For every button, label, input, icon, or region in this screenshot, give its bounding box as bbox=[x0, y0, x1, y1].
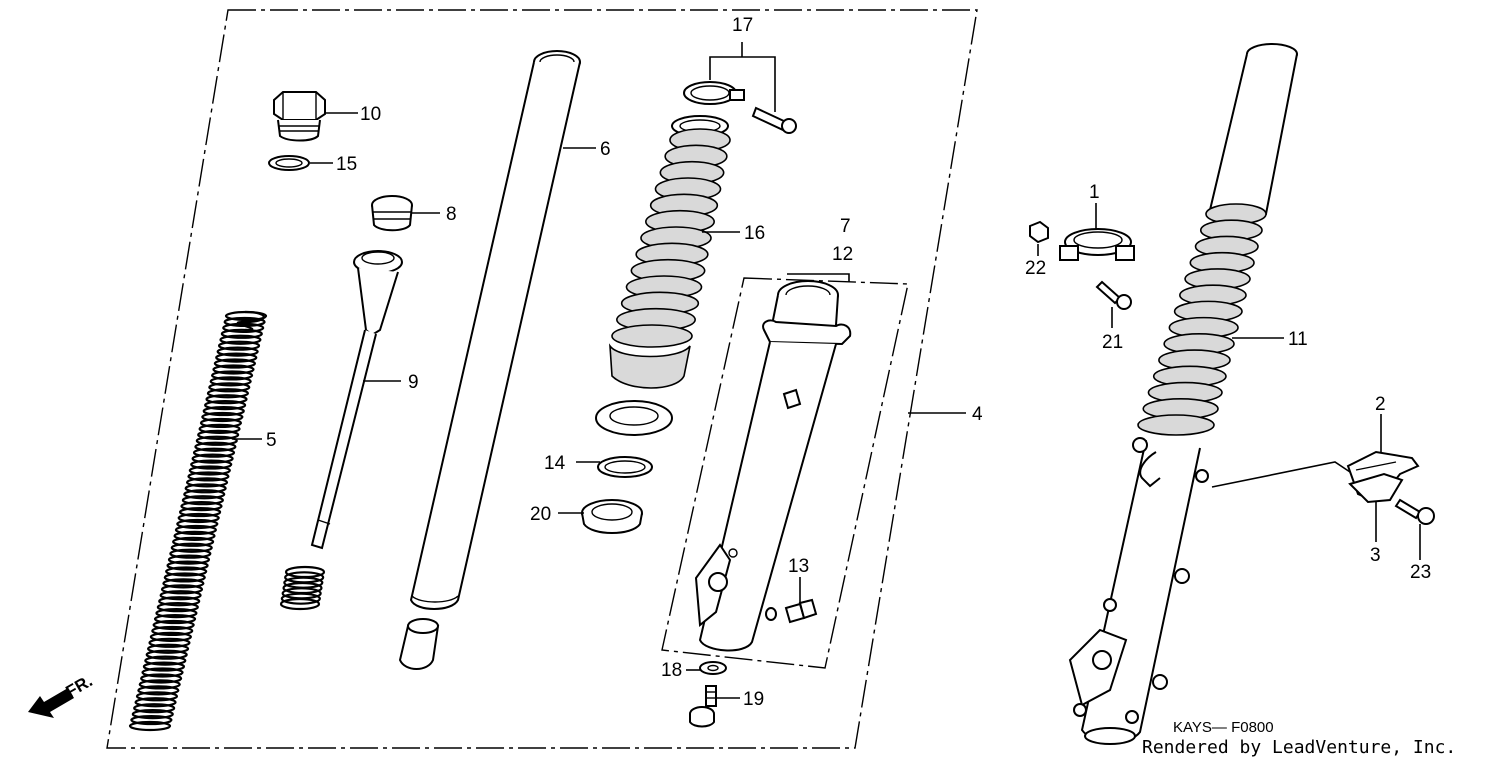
washer-part-18[interactable] bbox=[699, 661, 727, 675]
callout-17[interactable]: 17 bbox=[732, 15, 753, 36]
callout-19[interactable]: 19 bbox=[743, 689, 764, 710]
callout-2[interactable]: 2 bbox=[1375, 394, 1386, 415]
callout-18[interactable]: 18 bbox=[661, 660, 682, 681]
callout-9[interactable]: 9 bbox=[408, 372, 419, 393]
drain-bolt-part-13[interactable] bbox=[765, 598, 818, 624]
fork-pipe-part-6[interactable] bbox=[409, 50, 581, 610]
diagram-code: KAYS— F0800 bbox=[1173, 719, 1274, 736]
bolt-part-21[interactable] bbox=[1095, 280, 1132, 310]
credit-text: Rendered by LeadVenture, Inc. bbox=[1142, 737, 1456, 758]
oil-lock-piece[interactable] bbox=[398, 618, 440, 670]
o-ring-part-15[interactable] bbox=[268, 155, 310, 171]
callout-12[interactable]: 12 bbox=[832, 244, 853, 265]
callout-10[interactable]: 10 bbox=[360, 104, 381, 125]
callout-3[interactable]: 3 bbox=[1370, 545, 1381, 566]
socket-bolt-part-19[interactable] bbox=[689, 685, 717, 728]
nut-part-22[interactable] bbox=[1029, 220, 1049, 244]
callout-23[interactable]: 23 bbox=[1410, 562, 1431, 583]
damper-rod-part-9[interactable] bbox=[310, 250, 403, 550]
fork-cap-bolt-part-10[interactable] bbox=[273, 91, 326, 142]
leader-lines bbox=[232, 42, 1421, 699]
front-direction-indicator: FR. bbox=[28, 671, 96, 718]
bolt-part-23[interactable] bbox=[1394, 498, 1435, 525]
callout-8[interactable]: 8 bbox=[446, 204, 457, 225]
hose-guide-connector bbox=[1211, 461, 1351, 488]
callout-1[interactable]: 1 bbox=[1089, 182, 1100, 203]
oil-seal-part-20[interactable] bbox=[581, 499, 643, 534]
callout-21[interactable]: 21 bbox=[1102, 332, 1123, 353]
callout-5[interactable]: 5 bbox=[266, 430, 277, 451]
callout-14[interactable]: 14 bbox=[544, 453, 566, 474]
hose-guide-part-2-3[interactable] bbox=[1346, 450, 1420, 504]
exploded-view-frame bbox=[106, 9, 978, 749]
fork-slider-part-7-12[interactable] bbox=[694, 280, 852, 652]
slider-group-frame bbox=[661, 277, 909, 669]
front-arrow-icon bbox=[28, 688, 74, 718]
callout-15[interactable]: 15 bbox=[336, 154, 357, 175]
dust-seal[interactable] bbox=[595, 400, 673, 436]
callout-11[interactable]: 11 bbox=[1288, 329, 1308, 350]
callout-6[interactable]: 6 bbox=[600, 139, 611, 160]
callout-20[interactable]: 20 bbox=[530, 504, 551, 525]
callout-22[interactable]: 22 bbox=[1025, 258, 1046, 279]
rebound-spring[interactable] bbox=[279, 565, 326, 611]
hose-clamp-part-1[interactable] bbox=[1059, 228, 1135, 261]
callout-4[interactable]: 4 bbox=[972, 404, 983, 425]
callout-13[interactable]: 13 bbox=[788, 556, 809, 577]
callout-16[interactable]: 16 bbox=[744, 223, 765, 244]
boot-clamp-part-17[interactable] bbox=[683, 81, 797, 134]
assembled-fork-part-11[interactable] bbox=[1068, 43, 1298, 745]
piston-ring-part-8[interactable] bbox=[371, 195, 413, 232]
stopper-ring-part-14[interactable] bbox=[597, 456, 653, 478]
callout-7[interactable]: 7 bbox=[840, 216, 851, 237]
fork-spring-part-5[interactable] bbox=[128, 310, 268, 732]
fork-boot-part-16[interactable] bbox=[609, 115, 731, 389]
